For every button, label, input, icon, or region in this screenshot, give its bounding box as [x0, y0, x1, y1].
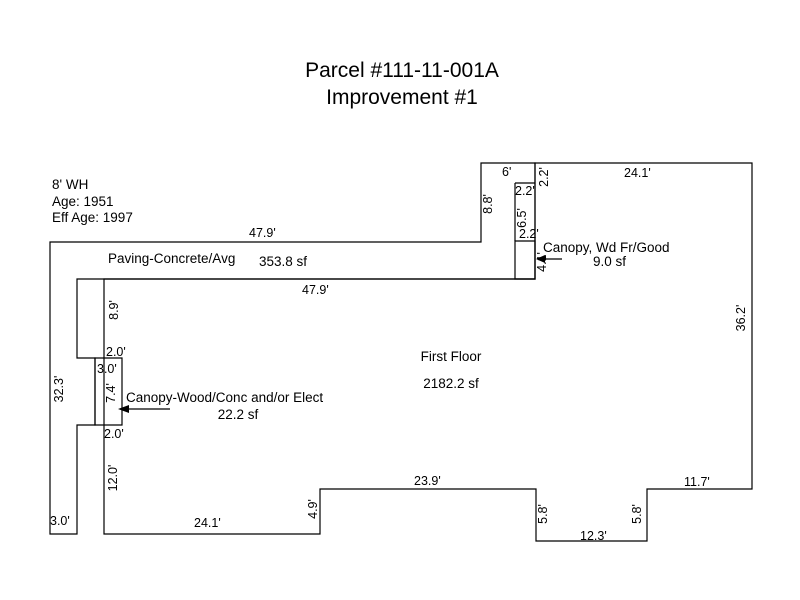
dim-h-239: 23.9' — [414, 474, 441, 488]
dim-h-30: 3.0' — [97, 362, 117, 376]
left-canopy-size: 22.2 sf — [218, 407, 259, 422]
dim-h-117: 11.7' — [684, 475, 710, 489]
dim-v-89: 8.9' — [107, 300, 121, 320]
dim-v-58-b: 5.8' — [630, 504, 644, 524]
paving-size: 353.8 sf — [259, 254, 307, 269]
first-floor-size: 2182.2 sf — [423, 376, 479, 391]
dim-top-479: 47.9' — [249, 226, 276, 240]
dim-v-65: 6.5' — [515, 208, 529, 228]
dim-bottom-30: 3.0' — [50, 514, 70, 528]
dim-bottom-241: 24.1' — [194, 516, 221, 530]
dim-inner-22-b: 2.2' — [519, 227, 539, 241]
dim-inner-22-a: 2.2' — [515, 184, 535, 198]
dim-v-41: 4.1' — [535, 252, 549, 272]
parcel-title: Parcel #111-11-001A — [305, 59, 499, 82]
dim-h-20-a: 2.0' — [106, 345, 126, 359]
dim-top-241: 24.1' — [624, 166, 651, 180]
dim-v-49: 4.9' — [306, 499, 320, 519]
dim-top-6: 6' — [502, 165, 511, 179]
small-canopy-name: Canopy, Wd Fr/Good — [543, 240, 670, 255]
first-floor-outline — [103, 162, 753, 542]
left-canopy-outline — [94, 357, 123, 426]
dim-v-88: 8.8' — [481, 194, 495, 214]
dim-v-120: 12.0' — [106, 465, 120, 492]
dim-v-58-a: 5.8' — [536, 504, 550, 524]
dim-bottom-123: 12.3' — [580, 529, 607, 543]
small-canopy-arrow-head — [536, 255, 545, 263]
left-canopy-arrow-head — [118, 405, 129, 413]
small-canopy-outline — [514, 240, 536, 280]
first-floor-name: First Floor — [421, 349, 482, 364]
dim-mid-479: 47.9' — [302, 283, 329, 297]
eff-age-label: Eff Age: 1997 — [52, 210, 133, 225]
paving-name: Paving-Concrete/Avg — [108, 251, 235, 266]
top-step-lines — [514, 182, 535, 241]
wall-height-label: 8' WH — [52, 177, 88, 192]
left-canopy-name: Canopy-Wood/Conc and/or Elect — [126, 390, 323, 405]
dim-h-20-b: 2.0' — [104, 427, 124, 441]
paving-outline — [49, 162, 536, 535]
improvement-title: Improvement #1 — [326, 86, 478, 109]
dim-left-323: 32.3' — [52, 376, 66, 403]
age-label: Age: 1951 — [52, 194, 114, 209]
dim-v-74: 7.4' — [104, 383, 118, 403]
small-canopy-size: 9.0 sf — [593, 254, 626, 269]
dim-right-362: 36.2' — [734, 305, 748, 332]
dim-top-22-v: 2.2' — [537, 167, 551, 187]
